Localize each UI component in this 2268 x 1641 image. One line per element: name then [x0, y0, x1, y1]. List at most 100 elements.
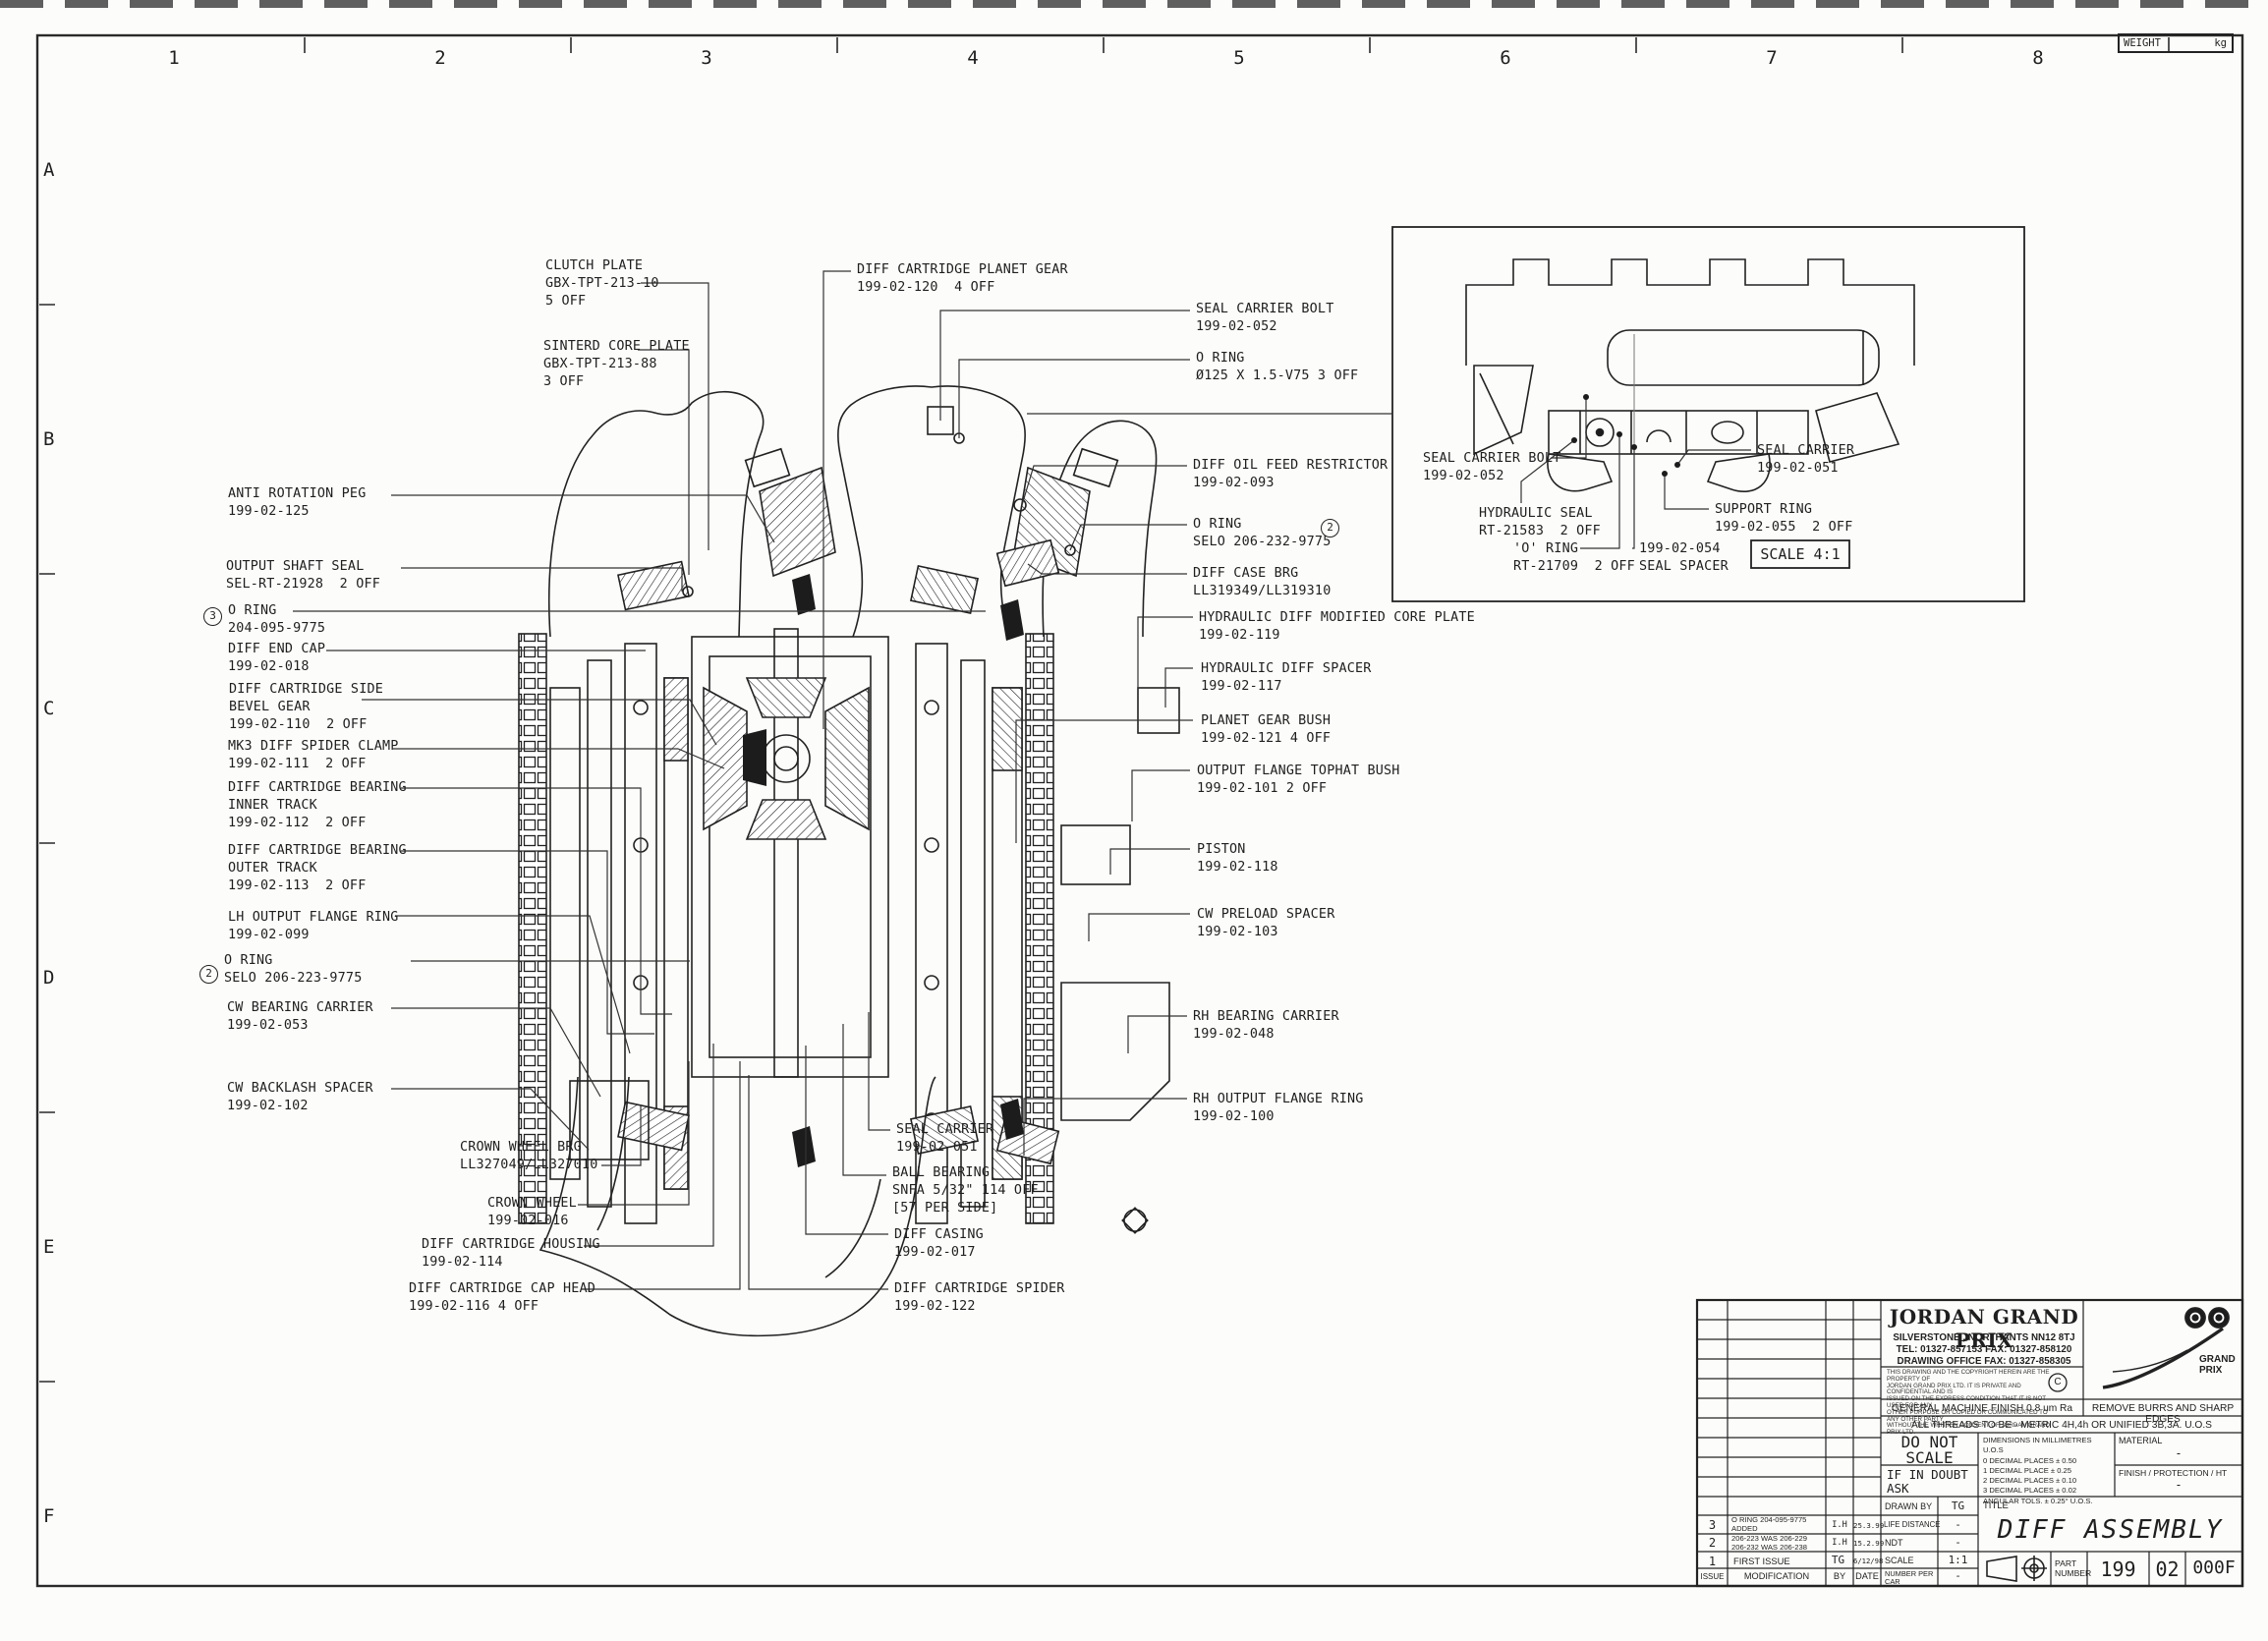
tolerances: DIMENSIONS IN MILLIMETRES U.O.S 0 DECIMA… [1983, 1436, 2093, 1505]
zone-row-a: A [43, 159, 55, 181]
detail-scale-label: SCALE 4:1 [1760, 545, 1841, 563]
rev-footer-by: BY [1833, 1571, 1846, 1581]
revision-badge-3: 3 [203, 607, 222, 626]
rev2-issue: 2 [1708, 1536, 1717, 1550]
do-not-scale: DO NOT SCALE [1900, 1433, 1958, 1467]
part-number-cell-3: 000F [2192, 1557, 2236, 1578]
fax-line: DRAWING OFFICE FAX: 01327-858305 [1897, 1356, 2071, 1367]
zone-row-c: C [43, 698, 55, 719]
field-number-per-car-label: NUMBER PER CAR [1885, 1569, 1934, 1586]
rev2-by: I.H [1832, 1538, 1847, 1548]
rev3-issue: 3 [1708, 1518, 1717, 1532]
field-scale-value: 1:1 [1948, 1554, 1968, 1566]
weight-label: WEIGHT [2124, 37, 2161, 49]
zone-row-e: E [43, 1236, 55, 1258]
rev2-mod: 206-223 WAS 206-229 206-232 WAS 206-238 [1731, 1534, 1807, 1552]
field-ndt-label: NDT [1885, 1538, 1903, 1548]
sheet-frame [35, 33, 2244, 1588]
title-label: TITLE [1983, 1500, 2009, 1511]
copyright-symbol: C [2054, 1377, 2062, 1387]
company-name: JORDAN GRAND PRIX [1889, 1305, 2079, 1352]
rev-footer-date: DATE [1855, 1571, 1879, 1581]
detail-view [1391, 226, 2025, 602]
field-scale-label: SCALE [1885, 1556, 1914, 1565]
part-number-cell-1: 199 [2100, 1557, 2136, 1581]
note-threads: ALL THREADS TO BE - METRIC 4H,4h OR UNIF… [1911, 1420, 2212, 1431]
zone-col-5: 5 [1233, 47, 1245, 69]
field-number-per-car-value: - [1955, 1569, 1961, 1582]
rev1-mod: FIRST ISSUE [1733, 1556, 1790, 1566]
zone-col-4: 4 [967, 47, 979, 69]
field-drawn-by-value: TG [1951, 1500, 1965, 1512]
jordan-logo-art [2048, 1307, 2230, 1392]
drawing-title: DIFF ASSEMBLY [1997, 1515, 2224, 1545]
if-in-doubt: IF IN DOUBT ASK [1887, 1467, 1968, 1496]
rev1-by: TG [1831, 1554, 1845, 1566]
weight-unit: kg [2214, 37, 2227, 49]
part-number-cell-2: 02 [2155, 1557, 2180, 1581]
copyright-note: THIS DRAWING AND THE COPYRIGHT HEREIN AR… [1887, 1369, 2051, 1437]
zone-col-7: 7 [1766, 47, 1778, 69]
rev-footer-modification: MODIFICATION [1743, 1571, 1810, 1581]
zone-row-d: D [43, 967, 55, 989]
tel-line: TEL: 01327-857153 FAX: 01327-858120 [1896, 1344, 2072, 1355]
revision-badge-2-left: 2 [199, 965, 218, 984]
field-life-distance-label: LIFE DISTANCE [1884, 1520, 1941, 1529]
material-label: MATERIAL [2119, 1436, 2163, 1445]
rev1-issue: 1 [1708, 1555, 1717, 1568]
rev3-by: I.H [1832, 1520, 1847, 1530]
field-ndt-value: - [1955, 1536, 1961, 1549]
note-burrs: REMOVE BURRS AND SHARP EDGES [2091, 1403, 2235, 1425]
finish-label: FINISH / PROTECTION / HT [2119, 1468, 2228, 1478]
finish-value: - [2175, 1478, 2183, 1492]
zone-col-3: 3 [701, 47, 712, 69]
logo-text: GRAND PRIX [2199, 1354, 2236, 1376]
rev3-date: 25.3.99 [1853, 1521, 1885, 1530]
field-life-distance-value: - [1955, 1518, 1961, 1531]
company-address: SILVERSTONE , NORTHANTS NN12 8TJ TEL: 01… [1885, 1332, 2083, 1368]
zone-col-8: 8 [2032, 47, 2044, 69]
scan-artifact [0, 0, 2268, 8]
material-value: - [2175, 1446, 2183, 1460]
note-machine-finish: GENERAL MACHINE FINISH 0.8 um Ra [1891, 1403, 2073, 1414]
zone-row-b: B [43, 428, 55, 450]
